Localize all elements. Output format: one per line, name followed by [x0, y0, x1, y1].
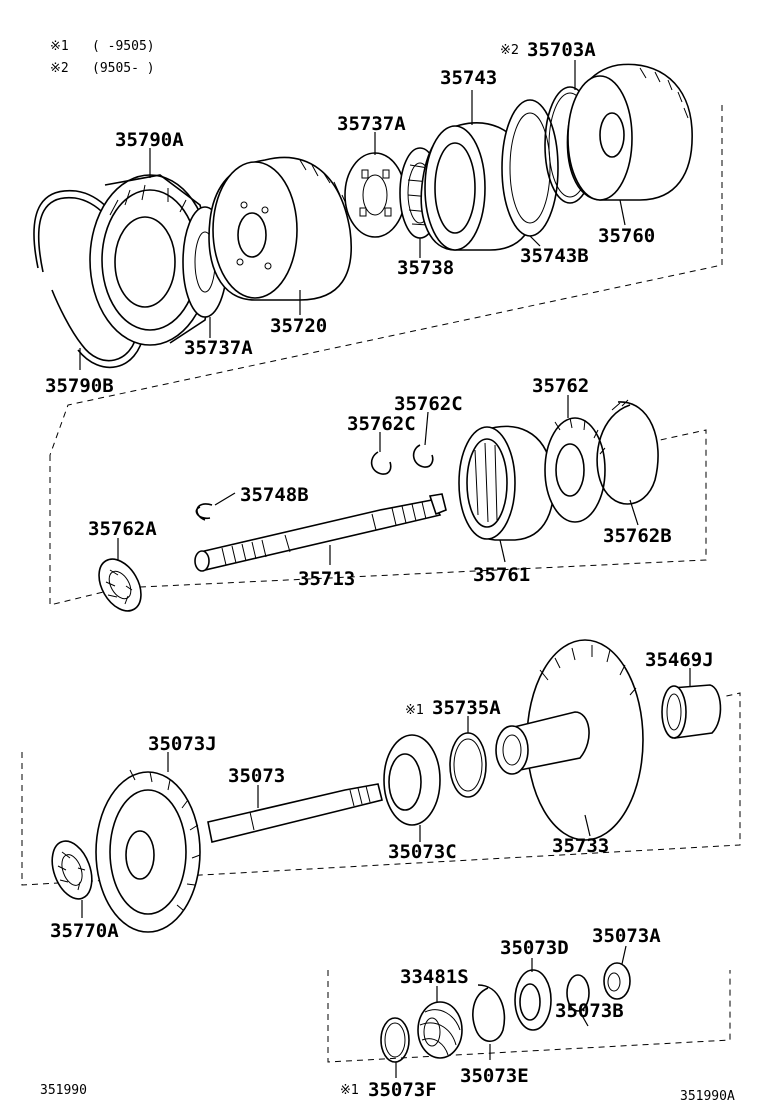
label-35073: 35073 — [228, 765, 285, 787]
snap-ring-35762B — [596, 399, 659, 505]
leader-lines-low — [81, 668, 691, 918]
label-35737A-low: 35737A — [184, 337, 253, 359]
label-35733: 35733 — [552, 835, 609, 857]
label-35073F: 35073F — [368, 1079, 437, 1101]
note2-range: (9505- ) — [92, 61, 155, 76]
note1-mark: ※1 — [50, 39, 69, 54]
plate-35743B — [501, 99, 559, 237]
bearing-35073C — [383, 734, 441, 826]
label-35073E: 35073E — [460, 1065, 529, 1087]
label-35762: 35762 — [532, 375, 589, 397]
ring-35735A — [449, 732, 487, 798]
labels-mid: 35762 35762C 35762C 35748B 35762A 35762B… — [88, 375, 672, 590]
legend-notes: ※1 ( -9505) ※2 (9505- ) — [50, 39, 155, 76]
label-35073B: 35073B — [555, 1000, 624, 1022]
drum-35761 — [458, 425, 555, 541]
snap-ring-35073E — [472, 984, 506, 1043]
label-35720: 35720 — [270, 315, 327, 337]
washer-35073F — [380, 1017, 410, 1063]
thrust-bearing-35770A — [51, 840, 93, 900]
frame-top-assembly — [49, 105, 723, 456]
label-35073A: 35073A — [592, 925, 661, 947]
label-35073F-mark: ※1 — [340, 1083, 359, 1098]
label-35713: 35713 — [298, 568, 355, 590]
group-frames — [21, 105, 741, 1063]
leader-lines-bottom — [395, 945, 627, 1078]
labels-bottom: 35073D 35073A 33481S 35073B 35073E ※1 35… — [340, 925, 661, 1101]
label-35073D: 35073D — [500, 937, 569, 959]
label-35770A: 35770A — [50, 920, 119, 942]
clip-35762C-left — [370, 451, 392, 475]
gear-35733 — [495, 639, 644, 841]
label-35762C-b: 35762C — [347, 413, 416, 435]
label-35760: 35760 — [598, 225, 655, 247]
label-35703A-mark: ※2 — [500, 43, 519, 58]
label-35737A-top: 35737A — [337, 113, 406, 135]
leader-lines-top — [79, 60, 626, 370]
label-35762B: 35762B — [603, 525, 672, 547]
labels-top: ※2 35703A 35743 35737A 35790A 35738 3574… — [45, 39, 655, 397]
leader-lines-mid — [117, 395, 639, 565]
ring-35073B — [566, 974, 590, 1012]
label-35469J: 35469J — [645, 649, 714, 671]
label-35743B: 35743B — [520, 245, 589, 267]
labels-low: 35469J ※1 35735A 35073J 35073 35073C 357… — [50, 649, 714, 942]
note2-mark: ※2 — [50, 61, 69, 76]
label-35790A: 35790A — [115, 129, 184, 151]
label-35738: 35738 — [397, 257, 454, 279]
footer-right-code: 351990A — [680, 1089, 735, 1104]
note1-range: ( -9505) — [92, 39, 155, 54]
shaft-35713 — [194, 493, 447, 572]
gear-35762 — [544, 417, 606, 523]
frame-bottom-assembly — [327, 970, 731, 1063]
frame-low-assembly — [21, 692, 741, 886]
frame-mid-assembly — [49, 429, 707, 606]
clip-35748B — [195, 503, 213, 521]
label-35762A: 35762A — [88, 518, 157, 540]
clip-35762C-right — [412, 444, 434, 468]
label-33481S: 33481S — [400, 966, 469, 988]
nut-35073A — [603, 962, 631, 1000]
thrust-bearing-35762A — [98, 558, 142, 612]
bushing-35469J — [661, 684, 722, 739]
label-35735A-mark: ※1 — [405, 703, 424, 718]
bearing-35073D — [514, 969, 552, 1031]
label-35761: 35761 — [473, 564, 530, 586]
washer-35737A-upper — [344, 152, 406, 238]
clutch-hub-35790A — [89, 174, 216, 346]
footer-codes: 351990 351990A — [40, 1083, 735, 1104]
label-35790B: 35790B — [45, 375, 114, 397]
drum-35720 — [208, 156, 352, 301]
label-35735A: 35735A — [432, 697, 501, 719]
label-35073C: 35073C — [388, 841, 457, 863]
label-35073J: 35073J — [148, 733, 217, 755]
gear-33481S — [417, 1001, 463, 1059]
label-35748B: 35748B — [240, 484, 309, 506]
label-35703A: 35703A — [527, 39, 596, 61]
drum-35760 — [566, 63, 693, 201]
gear-shaft-35073 — [95, 769, 383, 933]
label-35762C-a: 35762C — [394, 393, 463, 415]
label-35743: 35743 — [440, 67, 497, 89]
footer-left-code: 351990 — [40, 1083, 87, 1098]
